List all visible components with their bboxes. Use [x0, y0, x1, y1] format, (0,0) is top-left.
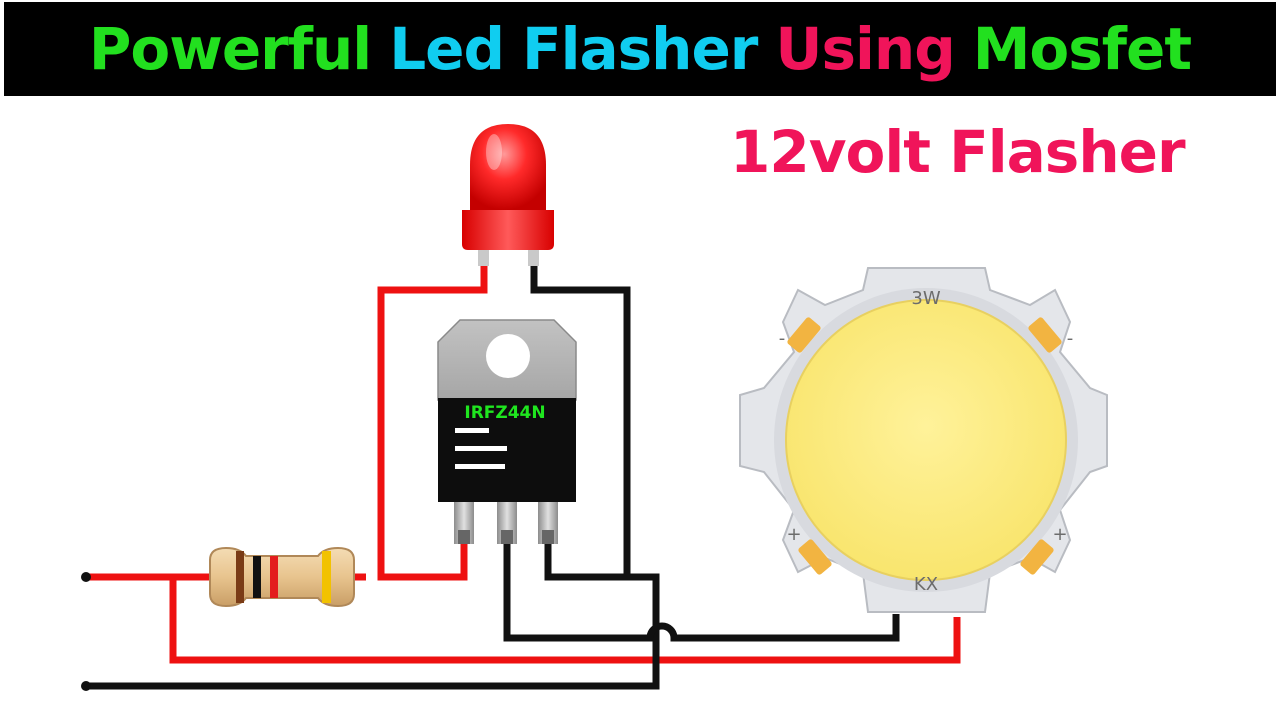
title-word-using: Using [775, 15, 955, 83]
cob-plus-right: + [1052, 524, 1067, 545]
mosfet-label: IRFZ44N [464, 403, 545, 423]
wires-red [84, 250, 961, 664]
cob-pad-bottom-left [798, 539, 832, 575]
red-led [462, 124, 554, 266]
wire-positive-bus [169, 577, 961, 664]
mosfet-irfz44n: IRFZ44N [437, 319, 577, 544]
resistor-band-1 [236, 551, 244, 603]
terminal-positive [81, 572, 91, 582]
title-word-mosfet: Mosfet [972, 15, 1192, 83]
cob-pad-top-left [787, 317, 821, 353]
terminal-negative [81, 681, 91, 691]
resistor-band-4 [322, 551, 331, 603]
resistor-band-3 [270, 556, 278, 598]
resistor [200, 546, 366, 608]
cob-plus-left: + [786, 524, 801, 545]
cob-pad-top-right [1028, 317, 1062, 353]
resistor-band-2 [253, 556, 261, 598]
wire-drain-to-cob [503, 540, 900, 642]
wires-black [84, 250, 900, 690]
wire-led-cathode [530, 250, 631, 577]
cob-pad-bottom-right [1020, 539, 1054, 575]
cob-phosphor [785, 299, 1067, 581]
wire-source-to-ground [84, 540, 660, 690]
cob-power-label: 3W [911, 288, 940, 309]
title-word-powerful: Powerful [88, 15, 372, 83]
cob-brand-label: KX [914, 574, 938, 595]
title-word-led: Led [389, 15, 505, 83]
title-word-flasher: Flasher [522, 15, 758, 83]
cob-led-3w: 3W KX - - + + [739, 267, 1108, 613]
cob-minus-left: - [779, 328, 786, 349]
wire-led-anode-to-gate [377, 250, 488, 581]
cob-minus-right: - [1067, 328, 1074, 349]
title-banner: Powerful Led Flasher Using Mosfet [4, 2, 1276, 96]
mosfet-mounting-hole [486, 334, 530, 378]
subtitle: 12volt Flasher [730, 118, 1186, 186]
